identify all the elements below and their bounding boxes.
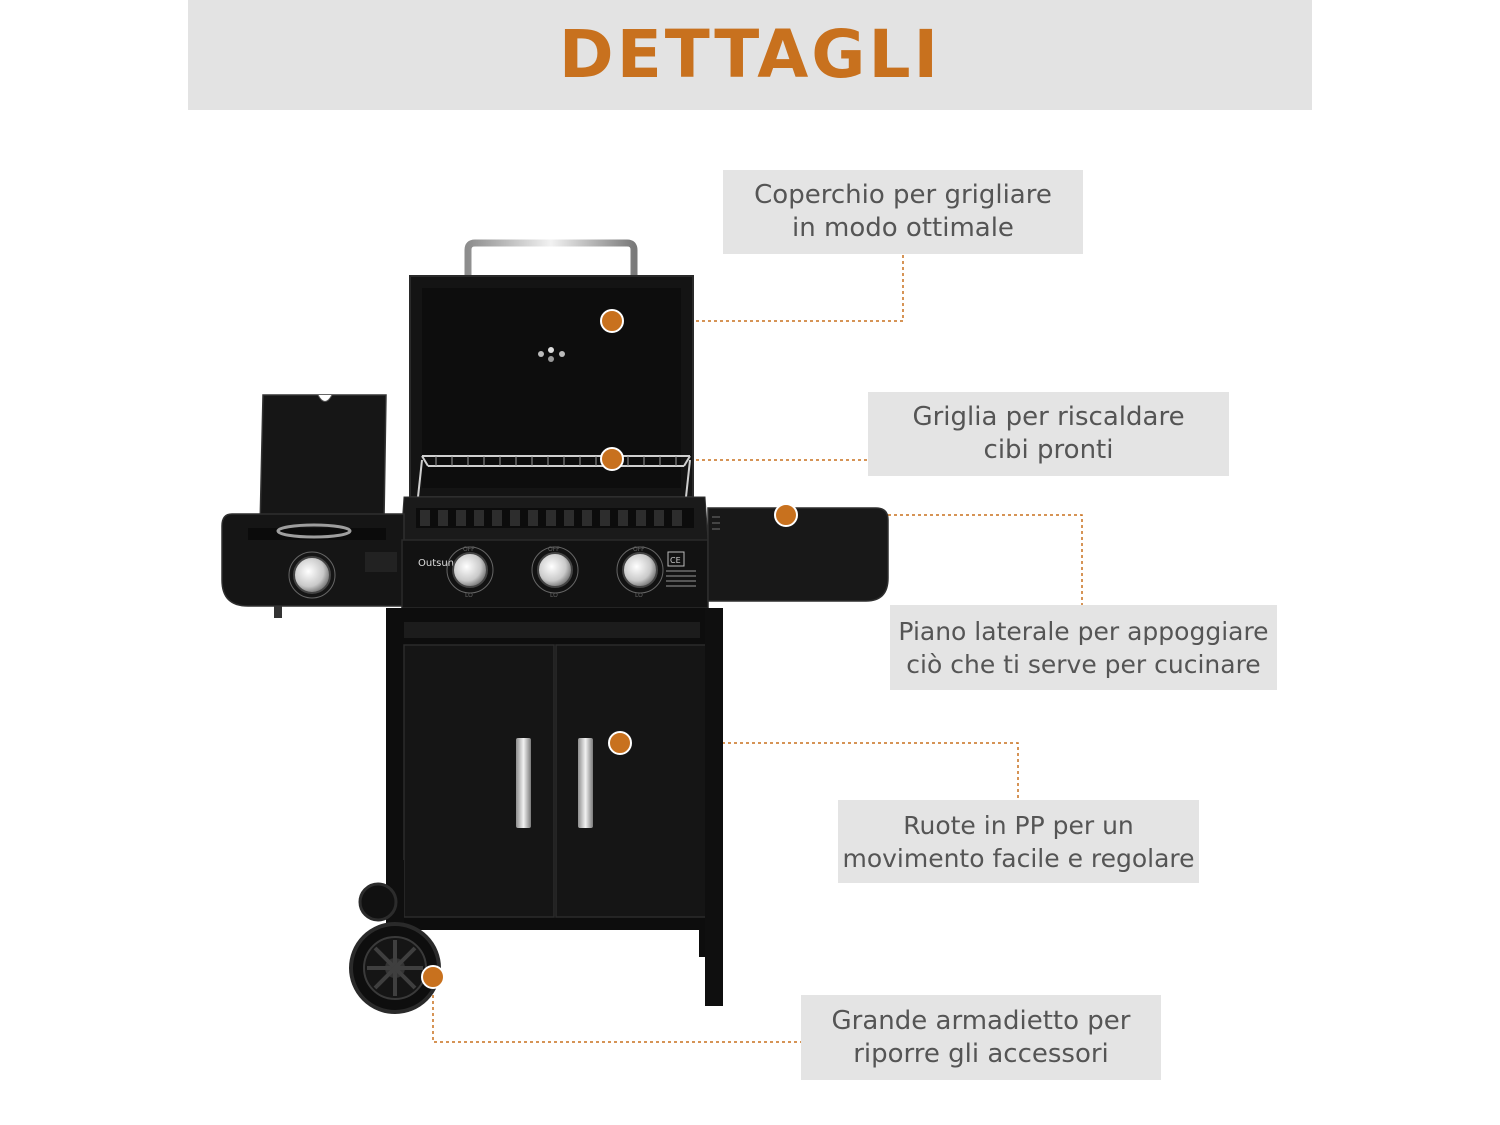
leader-line-cabinet (620, 742, 1019, 800)
callout-warming-rack-line1: Griglia per riscaldare (912, 402, 1185, 432)
svg-text:LO: LO (635, 592, 643, 599)
svg-text:LO: LO (465, 592, 473, 599)
callout-cabinet-line1: Grande armadietto per (831, 1005, 1131, 1036)
door-handle-left (516, 738, 531, 828)
callout-wheels-line1: Ruote in PP per un (903, 810, 1134, 840)
side-knob-icon (293, 556, 331, 594)
callout-dot-warming-rack (600, 447, 624, 471)
callout-lid: Coperchio per grigliare in modo ottimale (723, 170, 1083, 254)
callout-lid-line1: Coperchio per grigliare (754, 180, 1052, 210)
leader-line-wheels (432, 977, 801, 1043)
svg-text:OFF: OFF (548, 546, 560, 553)
callout-wheels: Ruote in PP per un movimento facile e re… (838, 800, 1199, 883)
door-handle-right (578, 738, 593, 828)
svg-text:OFF: OFF (463, 546, 475, 553)
warming-rack (417, 455, 691, 498)
page-title: DETTAGLI (558, 16, 942, 93)
lid-handle (464, 239, 638, 276)
cabinet-door-left (403, 644, 555, 918)
front-wheel-icon (349, 922, 441, 1014)
callout-side-table-line1: Piano laterale per appoggiare (898, 616, 1269, 646)
callout-dot-side-table (774, 503, 798, 527)
svg-text:CE: CE (670, 556, 681, 565)
svg-text:LO: LO (550, 592, 558, 599)
callout-wheels-line2: movimento facile e regolare (842, 843, 1195, 873)
callout-dot-cabinet (608, 731, 632, 755)
callout-side-table: Piano laterale per appoggiare ciò che ti… (890, 605, 1277, 690)
callout-lid-line2: in modo ottimale (792, 213, 1014, 243)
side-burner-lid (259, 394, 387, 529)
main-knob-icons (446, 546, 664, 594)
ce-label-icon (667, 551, 685, 567)
callout-cabinet: Grande armadietto per riporre gli access… (801, 995, 1161, 1080)
callout-warming-rack: Griglia per riscaldare cibi pronti (868, 392, 1229, 476)
callout-dot-wheels (421, 965, 445, 989)
side-burner-icon (276, 523, 352, 539)
callout-dots (421, 309, 798, 989)
callout-cabinet-line2: riporre gli accessori (853, 1038, 1109, 1069)
svg-text:OFF: OFF (633, 546, 645, 553)
thermometer-icon (538, 347, 565, 362)
brand-logo: Outsunny (418, 558, 466, 569)
leader-line-lid (612, 254, 904, 322)
callout-dot-lid (600, 309, 624, 333)
callout-side-table-line2: ciò che ti serve per cucinare (906, 649, 1261, 679)
rear-wheel-icon (358, 882, 398, 922)
side-table (707, 507, 889, 602)
callout-warming-rack-line2: cibi pronti (983, 435, 1114, 465)
header-banner: DETTAGLI (188, 0, 1312, 110)
